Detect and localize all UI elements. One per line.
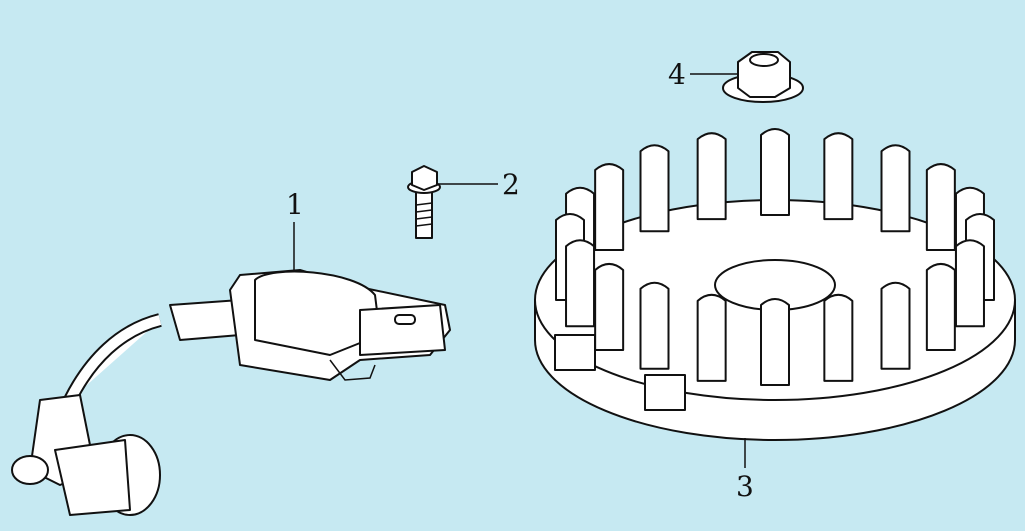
flywheel-fin: [639, 281, 670, 370]
ignition-coil: [11, 269, 451, 516]
flywheel-fin: [696, 132, 727, 221]
flywheel-fin: [696, 293, 727, 382]
flywheel-fin: [880, 144, 911, 233]
flywheel-fin: [954, 239, 985, 328]
callout-3: 3: [736, 470, 754, 503]
flywheel-fin: [823, 132, 854, 221]
flywheel-fin: [594, 262, 625, 351]
flywheel-fin: [565, 239, 596, 328]
flywheel-label-patch: [644, 374, 686, 411]
flange-bolt: [407, 165, 441, 239]
flywheel-label-patch: [554, 334, 596, 371]
flywheel-fin: [594, 163, 625, 252]
callout-2: 2: [502, 168, 520, 201]
flywheel-fin: [880, 281, 911, 370]
flywheel-fin: [760, 128, 790, 216]
callout-4: 4: [668, 58, 686, 91]
flywheel-fin: [925, 262, 956, 351]
flywheel-fin: [925, 163, 956, 252]
flange-nut: [722, 51, 804, 103]
flywheel-fin: [639, 144, 670, 233]
callout-1: 1: [286, 188, 304, 221]
flywheel-fin: [823, 293, 854, 382]
flywheel: [534, 128, 1016, 441]
flywheel-fin: [760, 298, 790, 386]
